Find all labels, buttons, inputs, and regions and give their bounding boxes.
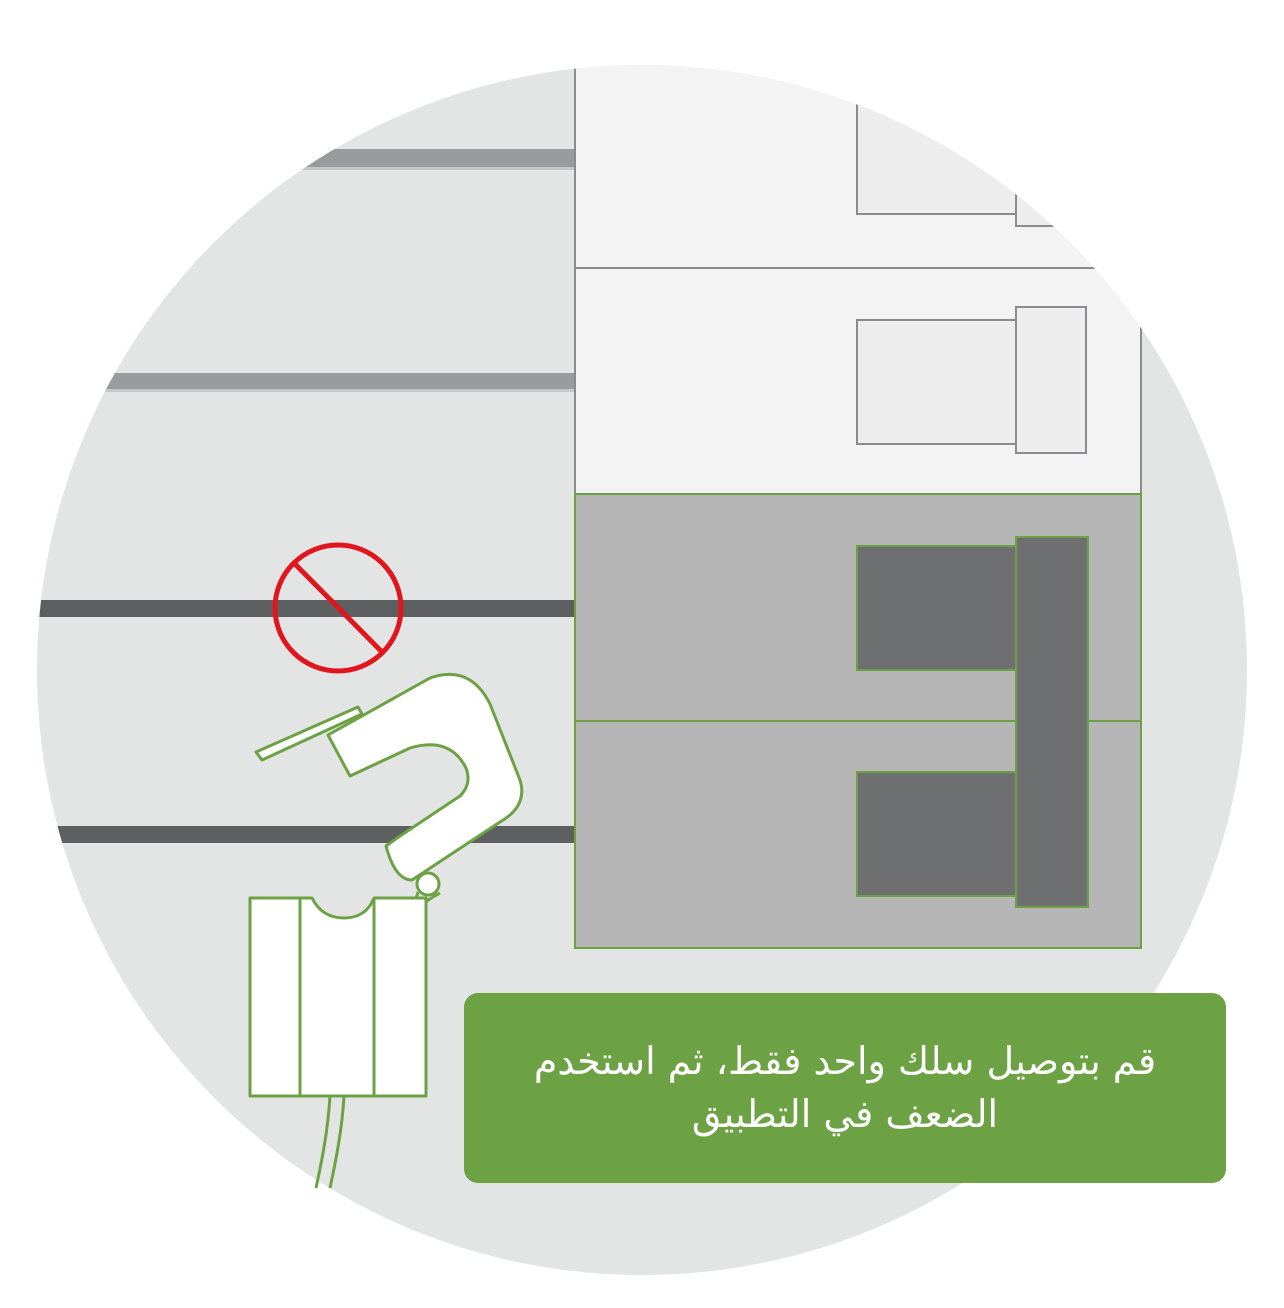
ct-clamp-icon [248,672,524,1189]
instruction-banner: قم بتوصيل سلك واحد فقط، ثم استخدم الضعف … [464,993,1226,1183]
breaker-tie-bar [1015,536,1089,908]
wire-lower [37,826,575,843]
wire-upper [37,600,575,617]
rail-top [37,149,575,167]
breaker-light [856,319,1018,445]
breaker-handle-bottom [856,771,1018,897]
breaker-handle-top [856,545,1018,671]
instruction-text: قم بتوصيل سلك واحد فقط، ثم استخدم الضعف … [533,1038,1157,1136]
prohibition-icon [272,542,404,674]
panel-upper [574,65,1247,269]
rail-middle [37,373,575,389]
